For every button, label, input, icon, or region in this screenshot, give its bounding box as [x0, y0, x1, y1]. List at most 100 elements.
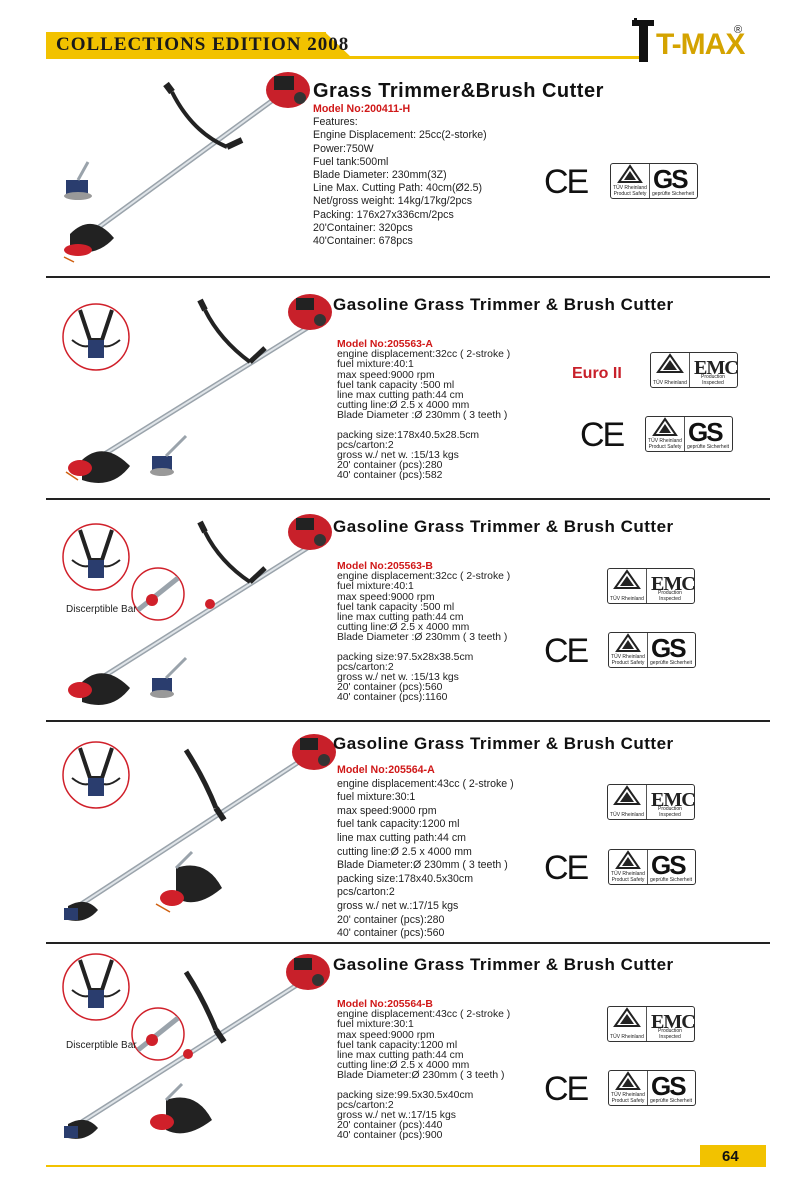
spec-line: cutting line:Ø 2.5 x 4000 mm [337, 845, 472, 858]
tuv-emc-certification: TÜV Rheinland EMC Production Inspected [607, 1006, 696, 1042]
spec-line: line max cutting path:44 cm [337, 390, 464, 402]
spec-line: line max cutting path:44 cm [337, 612, 464, 624]
product-title: Gasoline Grass Trimmer & Brush Cutter [333, 734, 674, 753]
discerptible-bar-image [131, 1007, 185, 1061]
spec-line: fuel tank capacity:1200 ml [337, 1039, 458, 1051]
harness-image [62, 741, 130, 809]
packing-line: packing size:99.5x30.5x40cm [337, 1089, 474, 1101]
gs-mark: GS [651, 633, 687, 663]
spec-line: engine displacement:32cc ( 2-stroke ) [337, 349, 511, 361]
section-divider [46, 498, 770, 500]
tuv-triangle-icon [615, 633, 641, 652]
spec-line: fuel mixture:40:1 [337, 359, 414, 371]
product-image-205563-b [68, 514, 332, 705]
packing-line: 20' container (pcs):280 [337, 460, 443, 472]
spec-line: engine displacement:43cc ( 2-stroke ) [337, 1009, 511, 1021]
tuv-triangle-icon [615, 850, 641, 869]
spec-line: cutting line:Ø 2.5 x 4000 mm [337, 400, 470, 412]
product-title: Gasoline Grass Trimmer & Brush Cutter [333, 517, 674, 536]
header-rule [46, 56, 646, 59]
tuv-gs-certification: TÜV Rheinland Product Safety GS geprüfte… [608, 849, 696, 885]
ce-mark: CE [544, 632, 589, 670]
packing-line: 40' container (pcs):1160 [337, 692, 448, 704]
tuv-triangle-icon [656, 353, 684, 373]
gs-mark: GS [651, 850, 687, 880]
footer-rule [46, 1165, 766, 1167]
packing-line: 40' container (pcs):900 [337, 1130, 443, 1142]
packing-line: 40' container (pcs):582 [337, 470, 443, 482]
spec-line: Fuel tank:500ml [313, 155, 389, 168]
spec-line: Blade Diameter:Ø 230mm ( 3 teeth ) [337, 1070, 505, 1082]
spec-line: Power:750W [313, 142, 374, 155]
spec-line: Net/gross weight: 14kg/17kg/2pcs [313, 195, 472, 208]
emc-mark: EMC [651, 1011, 696, 1033]
packing-line: packing size:97.5x28x38.5cm [337, 651, 474, 663]
spec-line: Blade Diameter:Ø 230mm ( 3 teeth ) [337, 859, 508, 872]
tuv-emc-certification: TÜV Rheinland EMC Production Inspected [650, 352, 739, 388]
spec-line: line max cutting path:44 cm [337, 831, 466, 844]
discerptible-bar-image [131, 567, 185, 621]
tuv-gs-certification: TÜV Rheinland Product Safety GS geprüfte… [608, 632, 696, 668]
packing-line: gross w./ net w. :15/13 kgs [337, 672, 459, 684]
brand-logo: T-MAX [656, 28, 745, 61]
gs-mark: GS [688, 417, 724, 447]
tmax-logo-icon [632, 18, 654, 62]
model-number: Model No:200411-H [313, 103, 411, 115]
spec-line: fuel tank capacity :500 ml [337, 379, 455, 391]
tuv-emc-certification: TÜV Rheinland EMC Production Inspected [607, 784, 696, 820]
product-specs: Model No:205563-A engine displacement:32… [337, 339, 511, 482]
packing-line: pcs/carton:2 [337, 1099, 394, 1111]
spec-line: fuel mixture:30:1 [337, 1019, 414, 1031]
spec-line: pcs/carton:2 [337, 886, 395, 899]
spec-line: line max cutting path:44 cm [337, 1050, 464, 1062]
spec-line: engine displacement:43cc ( 2-stroke ) [337, 777, 514, 790]
tuv-gs-certification: TÜV Rheinland Product Safety GS geprüfte… [608, 1070, 696, 1106]
harness-image [62, 303, 130, 371]
spec-line: fuel mixture:40:1 [337, 581, 414, 593]
packing-line: 20' container (pcs):440 [337, 1120, 443, 1132]
model-number: Model No:205564-A [337, 764, 435, 776]
product-specs: Model No:205563-B engine displacement:32… [337, 561, 510, 704]
emc-mark: EMC [694, 357, 739, 379]
spec-line: cutting line:Ø 2.5 x 4000 mm [337, 1060, 470, 1072]
spec-line: Features: [313, 116, 358, 129]
spec-line: Line Max. Cutting Path: 40cm(Ø2.5) [313, 182, 482, 195]
product-title: Gasoline Grass Trimmer & Brush Cutter [333, 955, 674, 974]
product-specs: Model No:205564-B engine displacement:43… [337, 999, 511, 1142]
tuv-triangle-icon [613, 569, 641, 589]
tuv-gs-certification: TÜV Rheinland Product Safety GS geprüfte… [610, 163, 698, 199]
harness-image [62, 953, 130, 1021]
tuv-triangle-icon [615, 1071, 641, 1090]
page-number: 64 [722, 1148, 739, 1165]
header-title: COLLECTIONS EDITION 2008 [56, 34, 350, 55]
spec-line: max speed:9000 rpm [337, 369, 435, 381]
spec-line: Blade Diameter :Ø 230mm ( 3 teeth ) [337, 410, 508, 422]
tuv-cell: TÜV Rheinland Product Safety [611, 164, 650, 198]
euro-ii-badge: Euro II [572, 365, 622, 382]
tuv-triangle-icon [652, 417, 678, 436]
model-number: Model No:205563-B [337, 561, 433, 572]
spec-line: 20' container (pcs):280 [337, 913, 445, 926]
section-divider [46, 942, 770, 944]
product-specs: Model No:200411-H Features: Engine Displ… [313, 103, 487, 248]
gs-mark: GS [653, 164, 689, 194]
spec-line: Blade Diameter :Ø 230mm ( 3 teeth ) [337, 632, 508, 644]
packing-line: gross w./ net w. :15/13 kgs [337, 450, 459, 462]
tuv-triangle-icon [617, 164, 643, 183]
spec-line: packing size:178x40.5x30cm [337, 872, 474, 885]
spec-line: Blade Diameter: 230mm(3Z) [313, 169, 447, 182]
spec-line: fuel tank capacity :500 ml [337, 601, 455, 613]
header-banner [46, 32, 326, 58]
ce-mark: CE [580, 416, 625, 454]
product-image-205563-a [65, 294, 332, 483]
product-image-200411-h [63, 72, 310, 263]
spec-line: gross w./ net w.:17/15 kgs [337, 899, 459, 912]
gs-mark: GS [651, 1071, 687, 1101]
section-divider [46, 720, 770, 722]
section-divider [46, 276, 770, 278]
ce-mark: CE [544, 1070, 589, 1108]
emc-mark: EMC [651, 789, 696, 811]
model-number: Model No:205563-A [337, 339, 433, 350]
spec-line: fuel tank capacity:1200 ml [337, 818, 460, 831]
tuv-triangle-icon [613, 785, 641, 805]
